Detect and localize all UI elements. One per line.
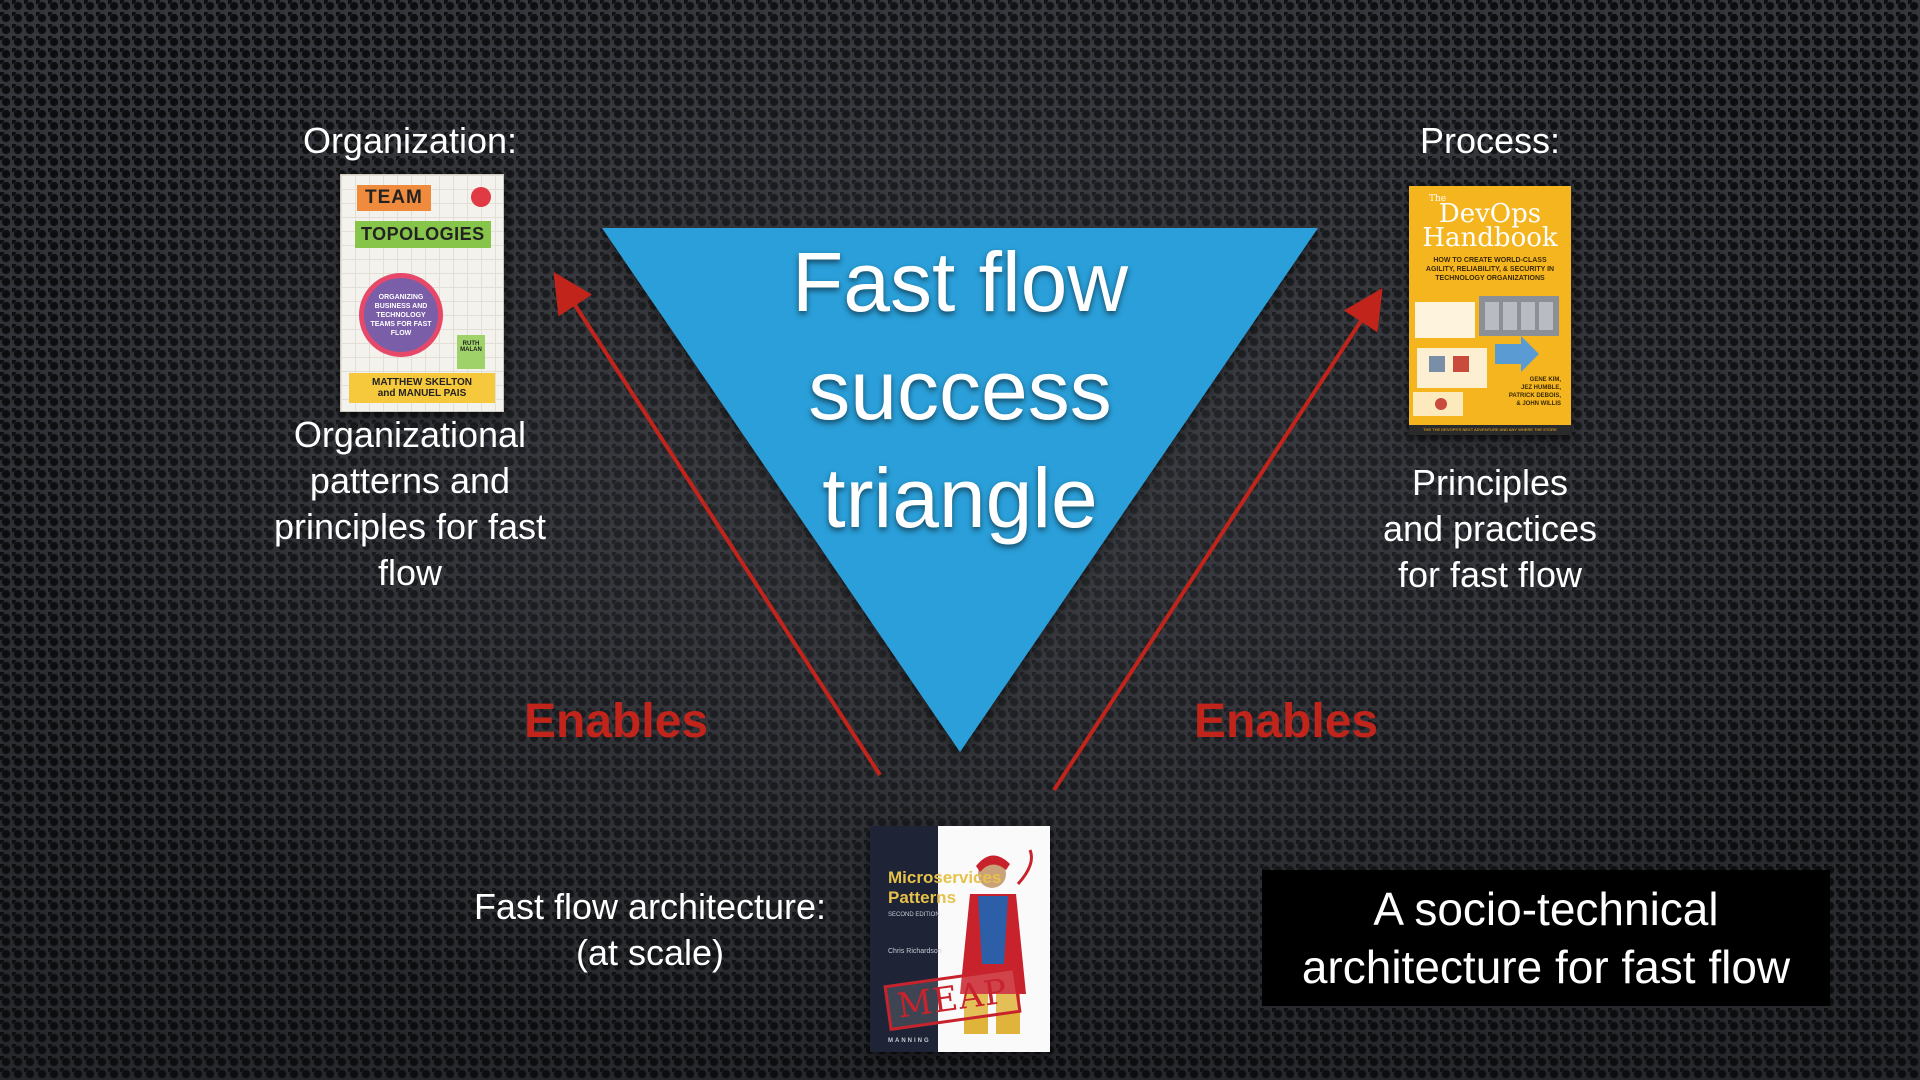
- devops-handbook-book-cover: The DevOps Handbook HOW TO CREATE WORLD-…: [1409, 186, 1571, 435]
- book-title-line-1: DevOps: [1438, 199, 1542, 229]
- team-topologies-book-cover: TEAM TOPOLOGIES ORGANIZING BUSINESS AND …: [340, 174, 504, 412]
- organization-desc-line-1: Organizational: [293, 414, 527, 455]
- cover-dark-panel: [870, 826, 938, 1052]
- book-subtitle: ORGANIZING BUSINESS AND TECHNOLOGY TEAMS…: [359, 273, 443, 357]
- triangle-title-line-2: success: [808, 343, 1112, 437]
- caption-box: A socio-technical architecture for fast …: [1262, 870, 1830, 1006]
- architecture-heading: Fast flow architecture: (at scale): [440, 884, 860, 976]
- book-author-4: & JOHN WILLIS: [1516, 401, 1561, 407]
- book-author-3: PATRICK DEBOIS,: [1508, 393, 1561, 399]
- book-foreword: RUTH MALAN: [457, 335, 485, 369]
- process-desc-line-1: Principles: [1411, 462, 1569, 503]
- success-triangle: [602, 228, 1318, 752]
- organization-description: Organizational patterns and principles f…: [240, 412, 580, 596]
- book-title-topologies: TOPOLOGIES: [355, 221, 491, 248]
- organization-desc-line-2: patterns and: [309, 460, 511, 501]
- microservices-patterns-book-cover: Microservices Patterns SECOND EDITION Ch…: [870, 826, 1050, 1052]
- book-authors: MATTHEW SKELTON and MANUEL PAIS: [349, 373, 495, 403]
- book-bottom-strip: THE THE DEVOPS'S NEXT ADVENTURE AND ANY …: [1409, 425, 1571, 435]
- book-publisher: MANNING: [888, 1038, 931, 1044]
- triangle-title-line-3: triangle: [822, 451, 1098, 545]
- book-author-2: JEZ HUMBLE,: [1520, 385, 1561, 391]
- caption-line-2: architecture for fast flow: [1301, 941, 1791, 993]
- book-title-line-2: Patterns: [888, 888, 957, 907]
- process-heading: Process:: [1419, 120, 1561, 161]
- book-title: DevOps Handbook: [1409, 199, 1571, 253]
- book-author-2: and MANUEL PAIS: [377, 388, 467, 399]
- triangle-title-line-1: Fast flow: [791, 235, 1129, 329]
- book-title-line-1: Microservices: [888, 868, 1002, 887]
- cover-illustration: [1413, 296, 1559, 416]
- book-title: Microservices Patterns: [888, 868, 1001, 908]
- triangle-title: Fast flow success triangle: [700, 228, 1220, 552]
- book-subtitle: HOW TO CREATE WORLD-CLASS AGILITY, RELIA…: [1425, 257, 1555, 282]
- caption-line-1: A socio-technical: [1373, 883, 1719, 935]
- arrow-enables-organization: [553, 271, 882, 777]
- red-dot-icon: [471, 187, 491, 207]
- book-title-line-2: Handbook: [1422, 223, 1558, 253]
- enables-label-left: Enables: [524, 695, 709, 748]
- cover-figure-illustration: [960, 849, 1033, 1034]
- process-desc-line-2: and practices: [1382, 508, 1598, 549]
- book-author: Chris Richardson: [888, 948, 942, 955]
- book-edition: SECOND EDITION: [888, 912, 940, 918]
- book-authors: GENE KIM, JEZ HUMBLE, PATRICK DEBOIS, & …: [1509, 376, 1561, 408]
- process-desc-line-3: for fast flow: [1397, 554, 1583, 595]
- architecture-heading-line-1: Fast flow architecture:: [473, 886, 827, 927]
- enables-label-right: Enables: [1194, 695, 1379, 748]
- book-author-1: GENE KIM,: [1529, 377, 1561, 383]
- process-description: Principles and practices for fast flow: [1340, 460, 1640, 598]
- book-title-team: TEAM: [357, 185, 431, 211]
- arrow-enables-process: [1052, 287, 1383, 792]
- book-author-1: MATTHEW SKELTON: [372, 377, 472, 388]
- book-title-the: The: [1429, 194, 1447, 204]
- organization-desc-line-3: principles for fast: [273, 506, 547, 547]
- organization-desc-line-4: flow: [377, 552, 443, 593]
- architecture-heading-line-2: (at scale): [575, 932, 725, 973]
- organization-heading: Organization:: [302, 120, 518, 161]
